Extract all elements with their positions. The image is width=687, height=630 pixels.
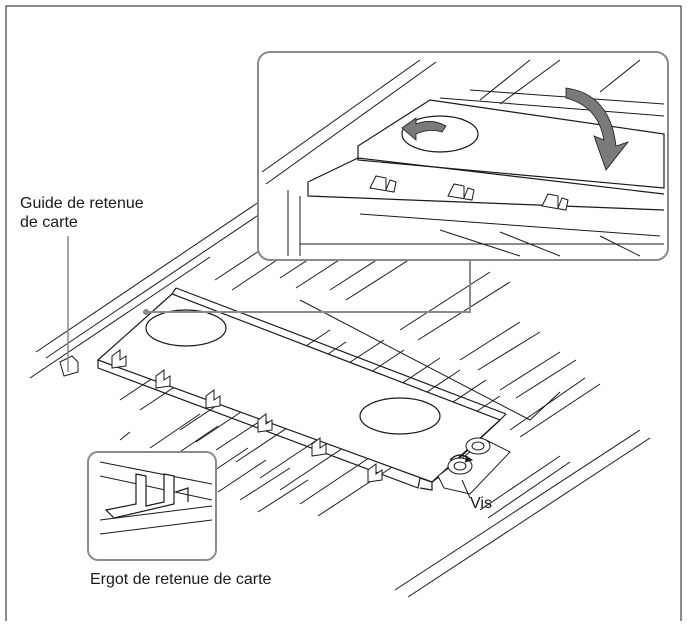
callout-connector (146, 258, 470, 312)
plate-hole-left (146, 310, 226, 346)
screw-label: Vis (470, 495, 492, 512)
retainer-plate (98, 288, 506, 490)
card-tabs (60, 350, 382, 482)
outer-frame (6, 6, 681, 621)
callout-top (258, 52, 668, 260)
screw-assembly (438, 438, 510, 494)
plate-hole-right (360, 398, 440, 434)
curved-arrow-icon (566, 88, 628, 170)
screw-leader (462, 480, 470, 498)
turn-arrow-icon (402, 118, 446, 140)
card-guide-label: Guide de retenue de carte (20, 194, 144, 232)
screw-icon (450, 455, 472, 470)
card-tab-label: Ergot de retenue de carte (90, 571, 272, 588)
callout-tab (88, 452, 216, 560)
card-guide-label-line1: Guide de retenue (20, 195, 144, 212)
card-guide-label-line2: de carte (20, 214, 78, 231)
